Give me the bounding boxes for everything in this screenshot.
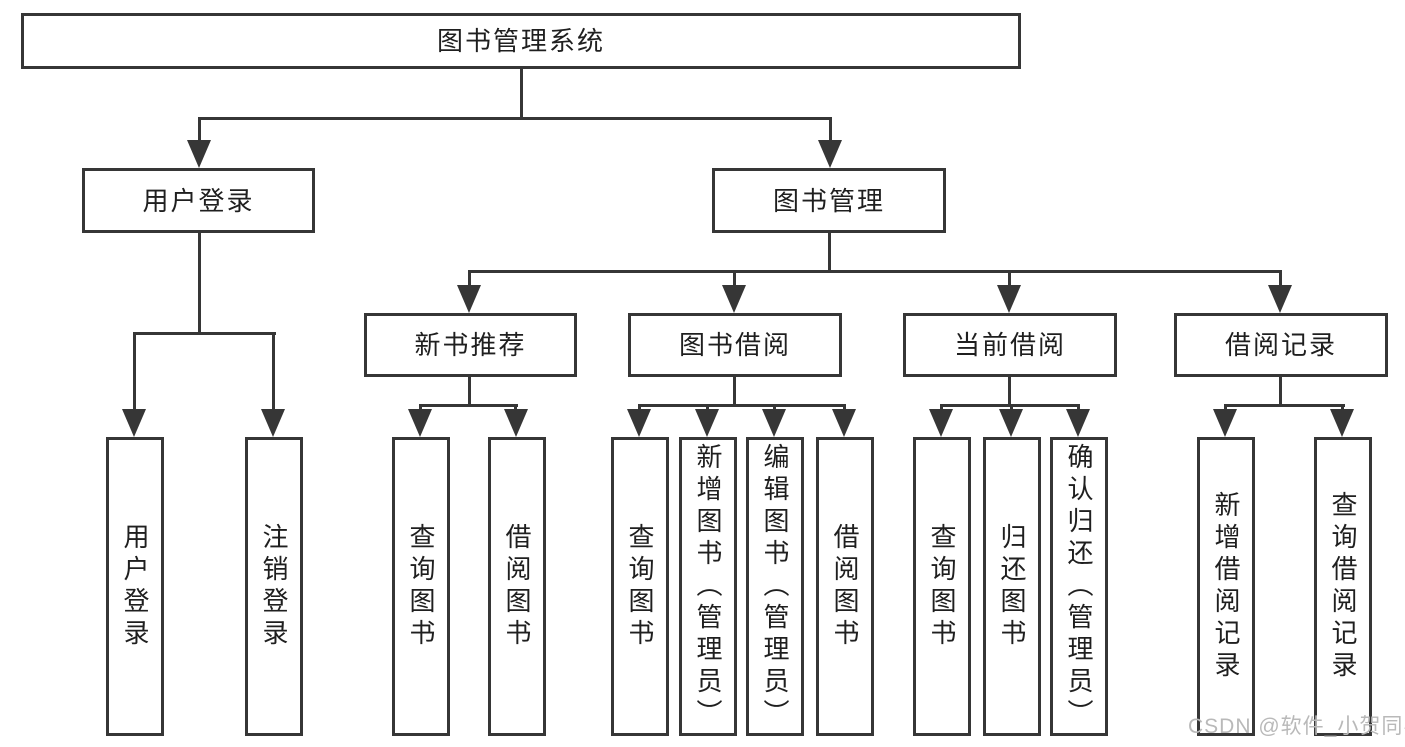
- leaf-records-query-record: 查询借阅记录: [1314, 437, 1372, 736]
- arrowhead: [832, 409, 856, 437]
- connector-records-stem: [1279, 377, 1282, 407]
- connector-drop-current-borrow: [1008, 270, 1011, 288]
- connector-drop: [514, 404, 517, 412]
- connector-newbook-bus: [419, 404, 518, 407]
- leaf-label: 查询借阅记录: [1328, 490, 1358, 683]
- leaf-records-add-record: 新增借阅记录: [1197, 437, 1255, 736]
- node-book-management: 图书管理: [712, 168, 946, 233]
- node-label: 图书管理系统: [436, 26, 605, 56]
- connector-drop-user-login: [198, 117, 201, 145]
- leaf-current-return-book: 归还图书: [983, 437, 1041, 736]
- node-label: 新书推荐: [414, 330, 527, 360]
- connector-drop: [1341, 404, 1344, 412]
- leaf-borrow-edit-book: 编辑图书（管理员）: [746, 437, 804, 736]
- leaf-label: 注销登录: [259, 522, 289, 651]
- leaf-current-query-book: 查询图书: [913, 437, 971, 736]
- csdn-watermark: CSDN @软件_小贺同学: [1188, 715, 1405, 738]
- connector-drop: [1010, 404, 1013, 412]
- leaf-label: 归还图书: [997, 522, 1027, 651]
- node-current-borrow: 当前借阅: [903, 313, 1117, 377]
- leaf-label: 确认归还（管理员）: [1064, 442, 1094, 731]
- connector-bookmgmt-stem: [828, 233, 831, 273]
- leaf-label: 查询图书: [625, 522, 655, 651]
- node-label: 图书借阅: [678, 330, 791, 360]
- arrowhead: [1213, 409, 1237, 437]
- arrowhead: [504, 409, 528, 437]
- leaf-label: 新增借阅记录: [1211, 490, 1241, 683]
- leaf-label: 借阅图书: [830, 522, 860, 651]
- connector-drop-book-borrow: [733, 270, 736, 288]
- arrowhead: [187, 140, 211, 168]
- node-label: 借阅记录: [1224, 330, 1337, 360]
- connector-userlogin-bus: [133, 332, 276, 335]
- connector-drop-leaf-user-login: [133, 332, 136, 412]
- arrowhead: [457, 285, 481, 313]
- leaf-current-confirm-return: 确认归还（管理员）: [1050, 437, 1108, 736]
- node-borrow-records: 借阅记录: [1174, 313, 1388, 377]
- connector-drop: [1224, 404, 1227, 412]
- node-label: 用户登录: [142, 185, 255, 216]
- connector-drop-book-management: [829, 117, 832, 145]
- arrowhead: [999, 409, 1023, 437]
- connector-root-bus: [198, 117, 832, 120]
- connector-bookborrow-bus: [638, 404, 846, 407]
- arrowhead: [997, 285, 1021, 313]
- leaf-label: 查询图书: [927, 522, 957, 651]
- connector-records-bus: [1224, 404, 1345, 407]
- arrowhead: [762, 409, 786, 437]
- connector-drop: [773, 404, 776, 412]
- leaf-label: 用户登录: [120, 522, 150, 651]
- leaf-label: 新增图书（管理员）: [693, 442, 723, 731]
- leaf-borrow-query-book: 查询图书: [611, 437, 669, 736]
- connector-drop: [843, 404, 846, 412]
- node-label: 当前借阅: [953, 330, 1066, 360]
- connector-drop: [419, 404, 422, 412]
- connector-drop-new-book: [468, 270, 471, 288]
- arrowhead: [122, 409, 146, 437]
- node-library-system: 图书管理系统: [21, 13, 1021, 69]
- leaf-logout: 注销登录: [245, 437, 303, 736]
- arrowhead: [261, 409, 285, 437]
- arrowhead: [818, 140, 842, 168]
- node-book-borrow: 图书借阅: [628, 313, 842, 377]
- connector-drop: [706, 404, 709, 412]
- connector-drop: [638, 404, 641, 412]
- arrowhead: [929, 409, 953, 437]
- leaf-label: 借阅图书: [502, 522, 532, 651]
- connector-root-stem: [520, 69, 523, 119]
- arrowhead: [1066, 409, 1090, 437]
- node-new-book-recommend: 新书推荐: [364, 313, 577, 377]
- connector-bookborrow-stem: [733, 377, 736, 407]
- arrowhead: [408, 409, 432, 437]
- leaf-label: 编辑图书（管理员）: [760, 442, 790, 731]
- leaf-borrow-add-book: 新增图书（管理员）: [679, 437, 737, 736]
- connector-userlogin-stem: [198, 233, 201, 335]
- leaf-newbook-query-book: 查询图书: [392, 437, 450, 736]
- connector-bookmgmt-bus: [468, 270, 1282, 273]
- leaf-user-login: 用户登录: [106, 437, 164, 736]
- connector-newbook-stem: [468, 377, 471, 407]
- connector-drop: [1077, 404, 1080, 412]
- node-user-login: 用户登录: [82, 168, 315, 233]
- arrowhead: [722, 285, 746, 313]
- connector-currentborrow-stem: [1008, 377, 1011, 407]
- connector-drop-leaf-logout: [272, 332, 275, 412]
- arrowhead: [1268, 285, 1292, 313]
- node-label: 图书管理: [772, 185, 885, 216]
- leaf-borrow-borrow-book: 借阅图书: [816, 437, 874, 736]
- arrowhead: [627, 409, 651, 437]
- leaf-label: 查询图书: [406, 522, 436, 651]
- connector-drop: [940, 404, 943, 412]
- arrowhead: [695, 409, 719, 437]
- connector-drop-borrow-records: [1279, 270, 1282, 288]
- leaf-newbook-borrow-book: 借阅图书: [488, 437, 546, 736]
- arrowhead: [1330, 409, 1354, 437]
